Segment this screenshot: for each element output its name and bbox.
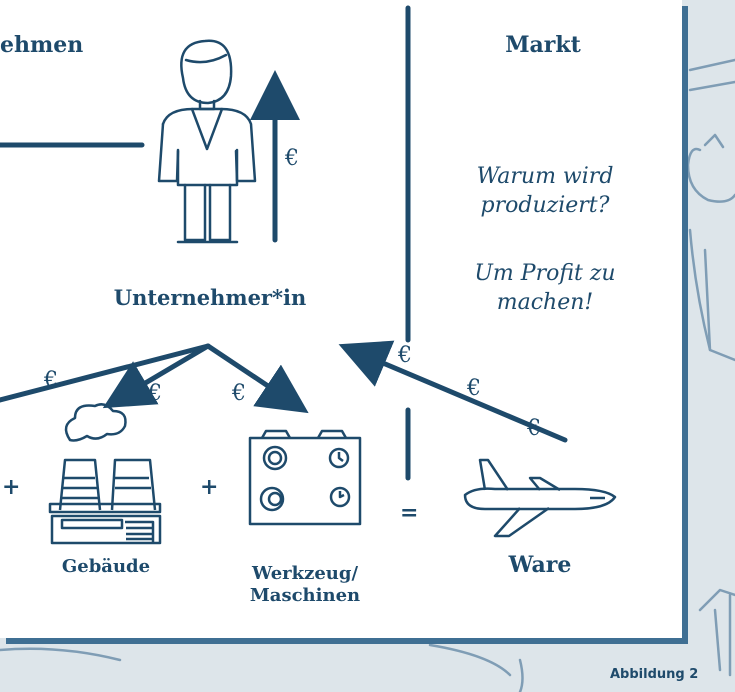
diagram-card: ehmen Markt Unternehmer*in Gebäude Werkz…	[0, 0, 682, 638]
ware-label: Ware	[508, 552, 572, 578]
question-text: Warum wird produziert?	[445, 163, 645, 220]
question-line1: Warum wird	[476, 164, 614, 189]
answer-text: Um Profit zu machen!	[435, 260, 655, 317]
unternehmer-label: Unternehmer*in	[113, 285, 307, 310]
euro-label-up: €	[285, 146, 299, 171]
machine-panel-icon	[248, 429, 362, 526]
werkzeug-label: Werkzeug/ Maschinen	[230, 563, 380, 606]
answer-line1: Um Profit zu	[474, 261, 616, 286]
euro-label-ware-1: €	[398, 343, 412, 368]
flow-arrow-from-ware	[338, 340, 568, 443]
werkzeug-label-line1: Werkzeug/	[251, 563, 359, 584]
factory-icon	[48, 403, 162, 545]
diagram-canvas	[0, 5, 617, 545]
figure-caption: Abbildung 2	[610, 667, 699, 682]
werkzeug-label-line2: Maschinen	[249, 584, 361, 606]
gebaeude-label: Gebäude	[61, 556, 151, 577]
flow-arrow-to-gebaeude	[102, 343, 211, 409]
plus-operator-1: +	[2, 474, 21, 500]
equals-operator: =	[400, 500, 419, 526]
euro-label-left: €	[44, 368, 58, 393]
flow-arrow-to-maschinen	[205, 343, 309, 414]
airplane-icon	[463, 458, 617, 538]
euro-label-maschinen: €	[232, 381, 246, 406]
euro-label-gebaeude: €	[148, 381, 162, 406]
markt-heading: Markt	[505, 32, 581, 58]
euro-label-ware-3: €	[527, 416, 541, 441]
unternehmen-heading: ehmen	[0, 32, 84, 58]
question-line2: produziert?	[480, 192, 610, 218]
euro-label-ware-2: €	[467, 376, 481, 401]
answer-line2: machen!	[496, 289, 594, 315]
flow-line-left	[0, 343, 211, 403]
person-icon	[157, 39, 257, 244]
plus-operator-2: +	[200, 474, 219, 500]
